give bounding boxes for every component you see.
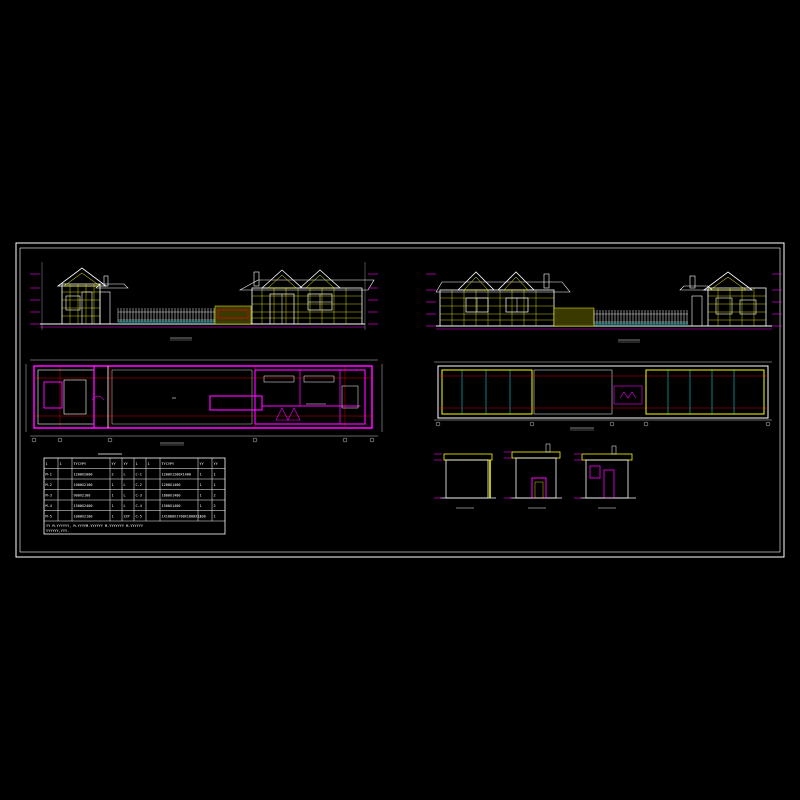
table-cell: 1 [112, 515, 114, 519]
table-cell: 1 [112, 483, 114, 487]
table-cell: 2 [214, 504, 216, 508]
table-cell: C-5 [136, 515, 142, 519]
table-cell: 1200X1400 [162, 483, 181, 487]
table-cell: 1 [200, 483, 202, 487]
section-3 [574, 445, 636, 509]
table-cell: C-4 [136, 504, 142, 508]
table-cell: 900X2100 [74, 494, 91, 498]
table-cell: C-2 [136, 483, 142, 487]
table-cell: 1000X2100 [74, 483, 93, 487]
table-cell: C-1 [136, 473, 142, 477]
table-cell: 1 [112, 494, 114, 498]
left-floor-plan [25, 359, 383, 446]
table-cell: 1500X2400 [74, 504, 93, 508]
table-cell: L [124, 504, 126, 508]
table-cell: 1 [214, 483, 216, 487]
section-1 [434, 453, 496, 509]
table-cell: 1 [200, 473, 202, 477]
table-cell: YY [214, 462, 219, 466]
table-cell: YY [112, 462, 117, 466]
table-cell: 1 [200, 515, 202, 519]
table-cell: M-1 [46, 473, 52, 477]
table-cell: 1200X1200X1400 [162, 473, 192, 477]
table-cell: 1 [136, 462, 138, 466]
table-cell: 1 [46, 462, 48, 466]
table-cell: L [124, 473, 126, 477]
table-cell: 1 [214, 473, 216, 477]
table-cell: 1 [112, 504, 114, 508]
table-cell: TYCYPY [162, 462, 176, 466]
table-cell: 2 [112, 473, 114, 477]
table-cell: 1200X2000 [74, 473, 93, 477]
inner-frame [19, 247, 781, 553]
left-elevation [30, 262, 378, 341]
table-cell: 1000X2100 [74, 515, 93, 519]
table-cell: TYCYPY [74, 462, 88, 466]
table-cell: M-2 [46, 483, 52, 487]
table-cell: YY [124, 462, 129, 466]
table-note: YY M-YYYYYY, M-YYYYM-YYYYYY M-YYYYYYY M-… [46, 524, 144, 528]
table-cell: 1 [214, 515, 216, 519]
table-cell: 1 [200, 494, 202, 498]
table-cell: 1 [148, 462, 150, 466]
table-cell: 1800X1400 [162, 494, 181, 498]
table-cell: C-3 [136, 494, 142, 498]
section-2 [504, 443, 562, 509]
right-roof-plan [434, 361, 772, 431]
table-note-2: YYYYYY,YYY. [46, 529, 69, 533]
table-cell: 1 [60, 462, 62, 466]
table-cell: M-4 [46, 504, 52, 508]
table-cell: M-3 [46, 494, 52, 498]
table-cell: 1500X1400 [162, 504, 181, 508]
table-cell: L [124, 494, 126, 498]
table-cell: 1 [200, 504, 202, 508]
outer-frame [15, 242, 785, 558]
table-cell: L [124, 483, 126, 487]
table-cell: YY [200, 462, 205, 466]
table-cell: 2 [214, 494, 216, 498]
table-cell: 1X1800X1700X1800X1200 [162, 515, 206, 519]
right-elevation [426, 271, 782, 343]
table-cell: 2XY [124, 515, 131, 519]
table-cell: M-5 [46, 515, 52, 519]
